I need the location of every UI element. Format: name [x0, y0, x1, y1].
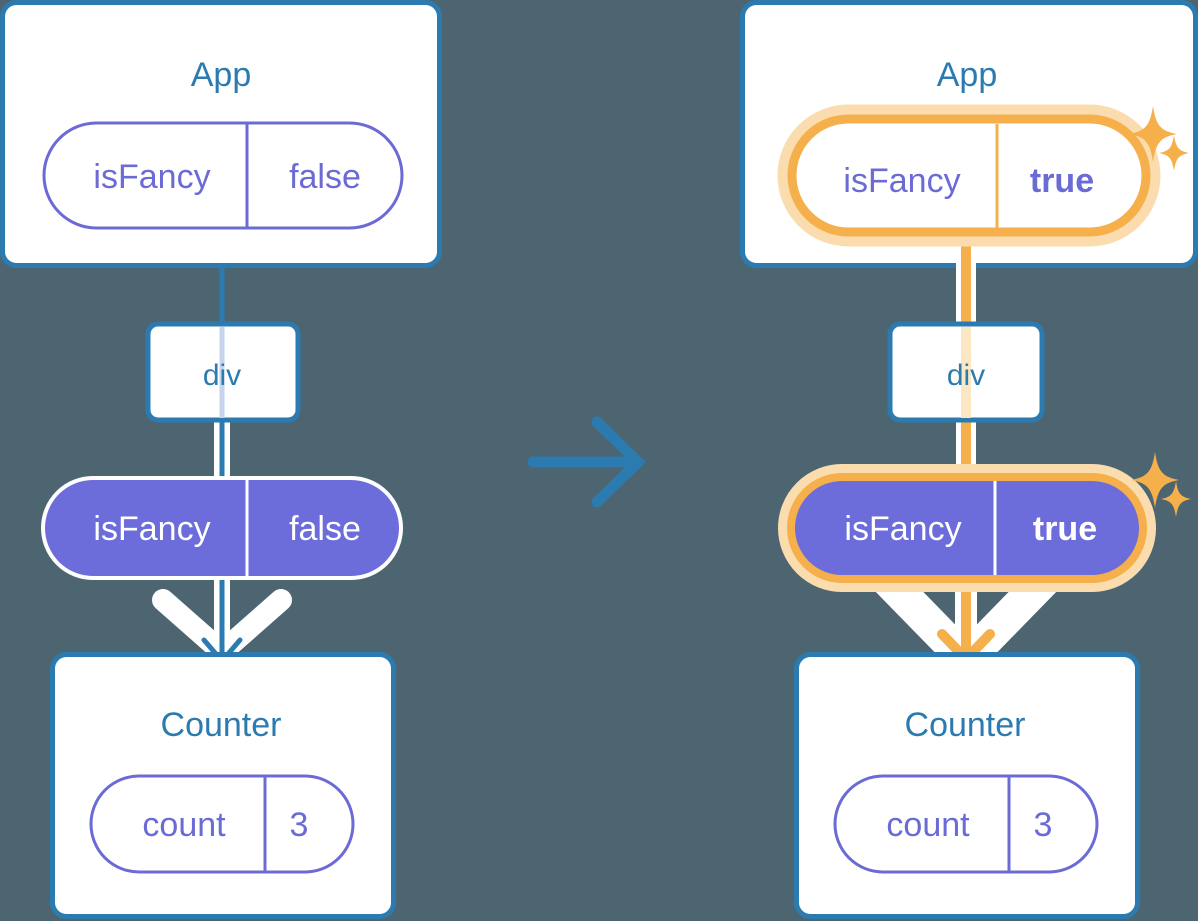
right-app-state-key: isFancy — [843, 162, 960, 200]
left-counter-state-pill — [89, 774, 355, 874]
left-app-state-key: isFancy — [93, 158, 210, 196]
right-prop-pill-value: true — [1033, 510, 1097, 548]
right-counter-title: Counter — [905, 706, 1026, 744]
right-counter-state-value: 3 — [1034, 806, 1053, 844]
sparkle-top-large-icon — [1129, 106, 1177, 162]
left-app-title: App — [191, 56, 252, 94]
left-arrow-wing-left — [152, 589, 233, 663]
arrow-right-icon — [527, 416, 646, 508]
left-prop-pill-key: isFancy — [93, 510, 210, 548]
right-div-label: div — [947, 359, 985, 392]
left-counter-title: Counter — [161, 706, 282, 744]
right-app-state-value: true — [1030, 162, 1094, 200]
right-app-state-pill — [787, 114, 1151, 237]
left-prop-pill — [41, 476, 403, 580]
left-prop-pill-value: false — [289, 510, 361, 548]
left-app-state-pill — [42, 121, 404, 230]
sparkle-mid-small-icon — [1161, 481, 1191, 517]
left-arrow-wing-right — [211, 589, 292, 663]
left-counter-state-value: 3 — [290, 806, 309, 844]
right-counter-state-pill — [833, 774, 1099, 874]
right-app-state-pill-glow — [777, 104, 1161, 247]
left-counter-state-key: count — [142, 806, 226, 844]
right-counter-state-key: count — [886, 806, 970, 844]
sparkle-top-small-icon — [1159, 135, 1189, 171]
right-prop-pill-key: isFancy — [844, 510, 961, 548]
left-app-state-value: false — [289, 158, 361, 196]
right-app-title: App — [937, 56, 998, 94]
right-prop-pill-glow — [778, 464, 1156, 592]
right-prop-pill — [787, 473, 1147, 583]
left-div-label: div — [203, 359, 241, 392]
sparkle-mid-large-icon — [1131, 452, 1179, 508]
